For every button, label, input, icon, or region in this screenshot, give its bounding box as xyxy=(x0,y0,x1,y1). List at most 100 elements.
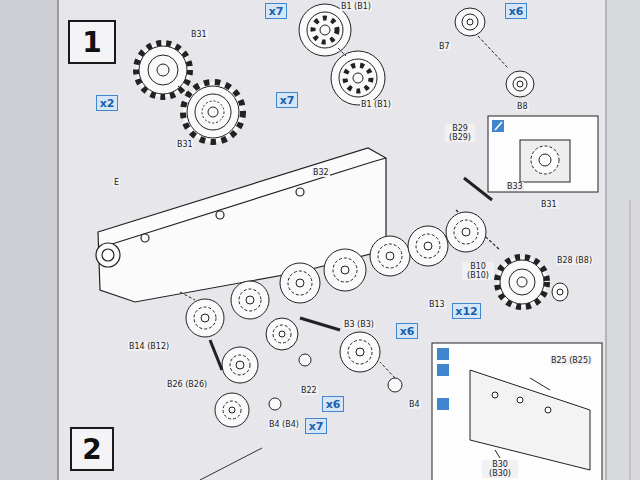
road-wheels xyxy=(416,234,440,258)
quantity-badge: x6 xyxy=(322,396,344,412)
quantity-badge: x6 xyxy=(396,323,418,339)
part-number: B13 xyxy=(428,300,446,309)
part-number: B31 xyxy=(176,140,194,149)
road-wheels xyxy=(388,378,402,392)
part-number: B29 (B29) xyxy=(445,124,475,142)
road-wheels xyxy=(288,271,312,295)
road-wheels xyxy=(424,242,432,250)
quantity-text: x12 xyxy=(455,305,477,318)
road-wheels xyxy=(279,331,285,337)
road-wheels xyxy=(180,292,195,300)
hull-side xyxy=(98,148,386,302)
detail-inset xyxy=(470,370,590,470)
step-number: 2 xyxy=(82,433,101,466)
detail-inset xyxy=(492,120,504,132)
road-wheels xyxy=(246,296,254,304)
road-wheels xyxy=(194,307,216,329)
paper xyxy=(605,0,607,480)
quantity-text: x7 xyxy=(309,420,324,433)
part-number: E xyxy=(113,178,120,187)
paper xyxy=(0,0,58,480)
part-number: B1 (B1) xyxy=(360,100,392,109)
idler-wheels xyxy=(313,18,337,42)
part-number: B32 xyxy=(312,168,330,177)
road-wheels xyxy=(378,244,402,268)
part-number: B8 xyxy=(516,102,529,111)
part-number: B30 (B30) xyxy=(482,460,518,478)
part-number: B3 (B3) xyxy=(343,320,375,329)
sprocket-wheels xyxy=(178,86,190,95)
part-number: B4 xyxy=(408,400,421,409)
detail-inset xyxy=(432,116,602,480)
idler-wheels xyxy=(339,59,377,97)
sprocket-wheels xyxy=(157,64,169,76)
detail-inset xyxy=(495,450,500,458)
sprocket-wheels xyxy=(195,94,231,130)
road-wheels xyxy=(348,340,372,364)
road-wheels xyxy=(231,281,269,319)
step-number: 1 xyxy=(82,26,101,59)
idler-wheels xyxy=(338,48,346,56)
road-wheels xyxy=(341,266,349,274)
road-wheels xyxy=(215,393,249,427)
idler-wheels xyxy=(307,12,343,48)
part-number: B14 (B12) xyxy=(128,342,170,351)
road-wheels xyxy=(210,340,222,370)
sprocket-wheels xyxy=(202,101,224,123)
step-divider xyxy=(200,448,262,480)
road-wheels xyxy=(408,226,448,266)
road-wheels xyxy=(201,314,209,322)
part-number: B22 xyxy=(300,386,318,395)
quantity-badge: x6 xyxy=(505,3,527,19)
hull-side xyxy=(112,162,372,244)
hull-side xyxy=(372,158,386,162)
road-wheels xyxy=(229,407,235,413)
step-number-box: 1 xyxy=(68,20,116,64)
road-wheels xyxy=(300,318,340,330)
paper xyxy=(57,0,59,480)
part-number: B4 (B4) xyxy=(268,420,300,429)
detail-inset xyxy=(437,348,449,360)
hull-side xyxy=(296,188,304,196)
idler-wheels xyxy=(331,51,385,105)
paper xyxy=(630,200,631,480)
idler-wheels xyxy=(299,4,351,56)
part-number: B31 xyxy=(190,30,208,39)
road-wheels xyxy=(340,332,380,372)
part-number: B26 (B26) xyxy=(166,380,208,389)
detail-inset xyxy=(492,392,498,398)
road-wheels xyxy=(223,401,241,419)
detail-inset xyxy=(432,343,602,480)
part-number: B7 xyxy=(438,42,451,51)
idler-wheels xyxy=(506,71,534,97)
part-number: B1 (B1) xyxy=(340,2,372,11)
part-number: B10 (B10) xyxy=(462,262,494,280)
road-wheels xyxy=(273,325,291,343)
road-wheels xyxy=(333,258,357,282)
road-wheels xyxy=(296,279,304,287)
quantity-text: x2 xyxy=(100,97,115,110)
sprocket-wheels xyxy=(497,257,547,307)
road-wheels xyxy=(280,263,320,303)
quantity-text: x6 xyxy=(326,398,341,411)
idler-wheels xyxy=(462,14,478,30)
detail-inset xyxy=(437,398,449,410)
road-wheels xyxy=(230,355,250,375)
sprocket-wheels xyxy=(187,86,239,138)
detail-inset xyxy=(488,116,598,192)
quantity-badge: x7 xyxy=(305,418,327,434)
hull-side xyxy=(102,249,114,261)
detail-inset xyxy=(520,140,570,182)
road-wheels xyxy=(266,318,298,350)
road-wheels xyxy=(236,361,244,369)
detail-inset xyxy=(437,364,449,376)
idler-wheels xyxy=(320,25,330,35)
quantity-text: x7 xyxy=(269,5,284,18)
hull-side xyxy=(216,211,224,219)
road-wheels xyxy=(446,212,486,252)
quantity-badge: x2 xyxy=(96,95,118,111)
